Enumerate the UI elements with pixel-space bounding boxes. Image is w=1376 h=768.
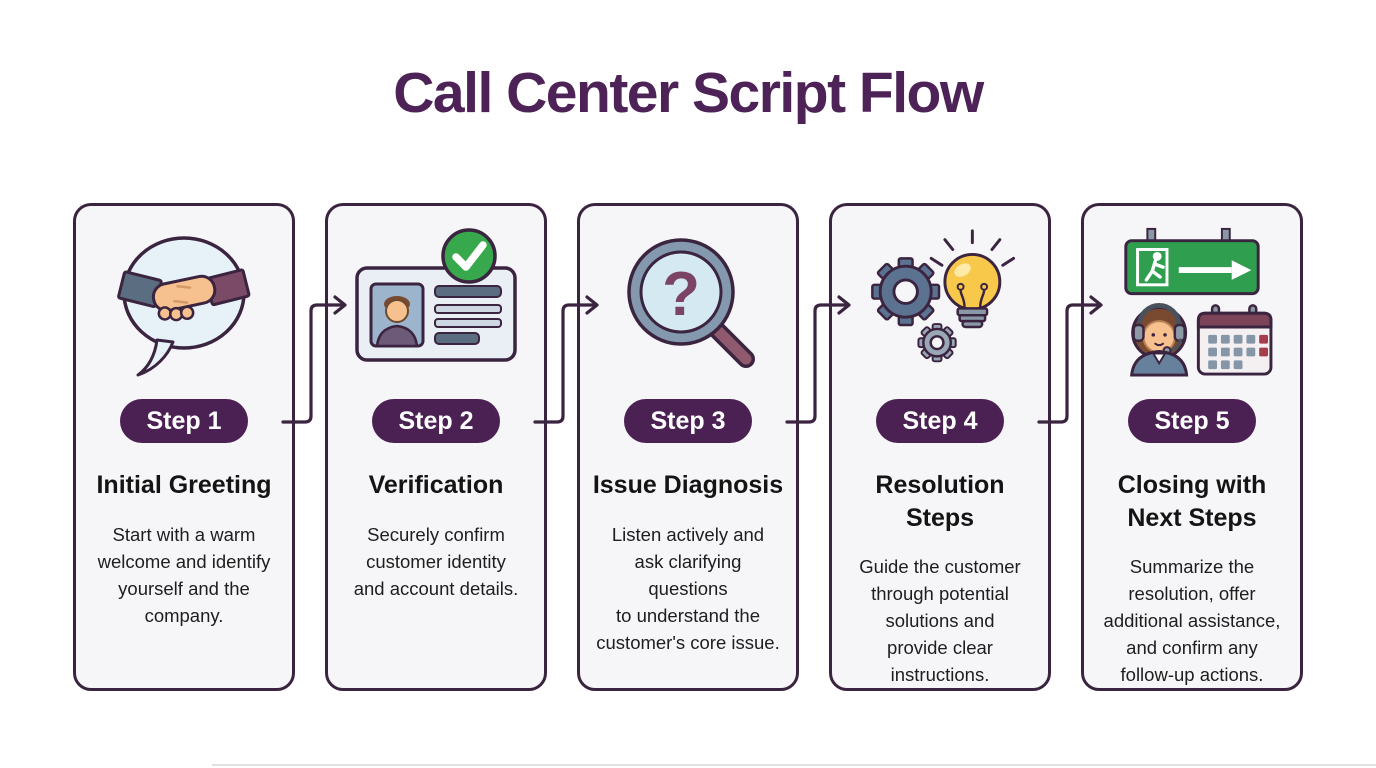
magnifier-question-icon: ? [627,238,755,368]
step-card-5: Step 5 Closing with Next Steps Summarize… [1081,203,1303,691]
exit-agent-calendar-icon [1106,225,1278,377]
step-card-4: Step 4 Resolution Steps Guide the custom… [829,203,1051,691]
handshake-speech-bubble-icon [109,225,259,377]
flow-arrow-4-icon [1037,295,1103,424]
step-badge: Step 3 [624,399,752,443]
id-card-verified-icon [349,225,524,377]
id-card-verified-icon [354,228,517,362]
step-card-3: ? Step 3 Issue Diagnosis Listen actively… [577,203,799,691]
flow-arrow-3-icon [785,295,851,424]
step-card-2: Step 2 Verification Securely confirm cus… [325,203,547,691]
svg-text:?: ? [662,260,700,329]
step-badge: Step 1 [120,399,248,443]
step-description: Start with a warm welcome and identify y… [97,523,271,626]
step-badge: Step 5 [1128,399,1256,443]
gears-lightbulb-icon [871,229,1016,363]
step-heading: Initial Greeting [96,471,272,499]
step-heading: Closing with Next Steps [1117,471,1267,532]
page-title: Call Center Script Flow [393,61,984,125]
handshake-speech-bubble-icon [117,236,251,377]
gears-lightbulb-icon [855,225,1025,377]
step-badge: Step 2 [372,399,500,443]
step-heading: Issue Diagnosis [592,471,784,499]
step-heading: Resolution Steps [875,471,1005,532]
step-description: Summarize the resolution, offer addition… [1103,556,1281,685]
step-description: Securely confirm customer identity and a… [353,523,519,599]
flow-arrow-2-icon [533,295,599,424]
magnifier-question-icon: ? [613,225,763,377]
step-card-1: Step 1 Initial Greeting Start with a war… [73,203,295,691]
exit-agent-calendar-icon [1124,227,1273,377]
step-description: Listen actively and ask clarifying quest… [596,523,780,653]
bottom-edge-line [212,764,1376,766]
step-description: Guide the customer through potential sol… [859,556,1021,685]
step-heading: Verification [368,471,504,499]
step-badge: Step 4 [876,399,1004,443]
flow-arrow-1-icon [281,295,347,424]
